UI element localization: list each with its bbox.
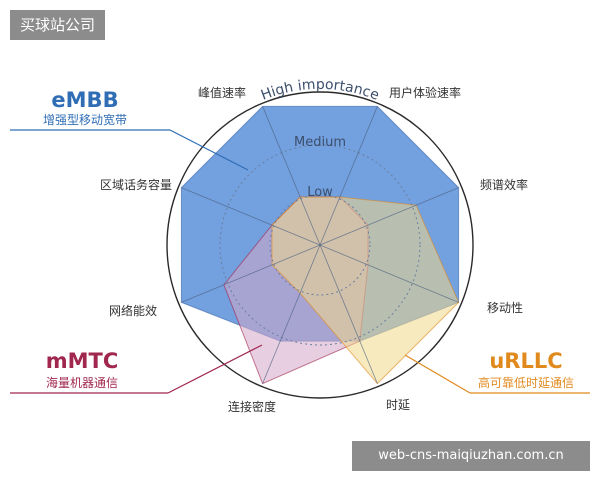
axis-label-peak-rate: 峰值速率 (198, 85, 246, 100)
axis-label-spectrum-efficiency: 频谱效率 (480, 177, 528, 192)
watermark-bottom: web-cns-maiqiuzhan.com.cn (352, 441, 590, 471)
scenario-subtitle-urllc: 高可靠低时延通信 (478, 375, 574, 390)
embb-leader (169, 129, 249, 171)
scenario-subtitle-embb: 增强型移动宽带 (43, 112, 127, 127)
ring-low (269, 194, 371, 296)
axis-label-user-rate: 用户体验速率 (389, 85, 461, 100)
axis-label-mobility: 移动性 (487, 301, 523, 315)
level-label-high: High importance (259, 77, 381, 104)
scenario-subtitle-mmtc: 海量机器通信 (46, 375, 118, 390)
mmtc-leader (167, 344, 263, 394)
ring-medium (219, 144, 421, 346)
spokes (181, 106, 459, 384)
scenario-title-embb: eMBB (51, 88, 118, 112)
axis-label-connection-density: 连接密度 (228, 399, 276, 414)
level-label-medium: Medium (294, 135, 346, 150)
urllc-leader (404, 354, 471, 394)
spoke-7 (181, 187, 321, 246)
scenario-title-urllc: uRLLC (489, 349, 562, 373)
scenario-polygons (180, 105, 460, 385)
scenario-title-mmtc: mMTC (46, 349, 119, 373)
spoke-5 (262, 244, 321, 384)
axis-label-network-efficiency: 网络能效 (109, 303, 157, 318)
spoke-0 (262, 106, 321, 246)
watermark-top: 买球站公司 (10, 10, 106, 40)
level-label-high-path: High importance (259, 77, 381, 104)
spoke-3 (319, 244, 459, 303)
spoke-1 (319, 106, 378, 246)
outer-circle (166, 91, 474, 399)
spoke-6 (181, 244, 321, 303)
axis-label-latency: 时延 (386, 398, 410, 412)
spoke-2 (319, 187, 459, 246)
axis-label-area-capacity: 区域话务容量 (100, 177, 172, 192)
level-label-low: Low (307, 185, 333, 200)
spoke-4 (319, 244, 378, 384)
